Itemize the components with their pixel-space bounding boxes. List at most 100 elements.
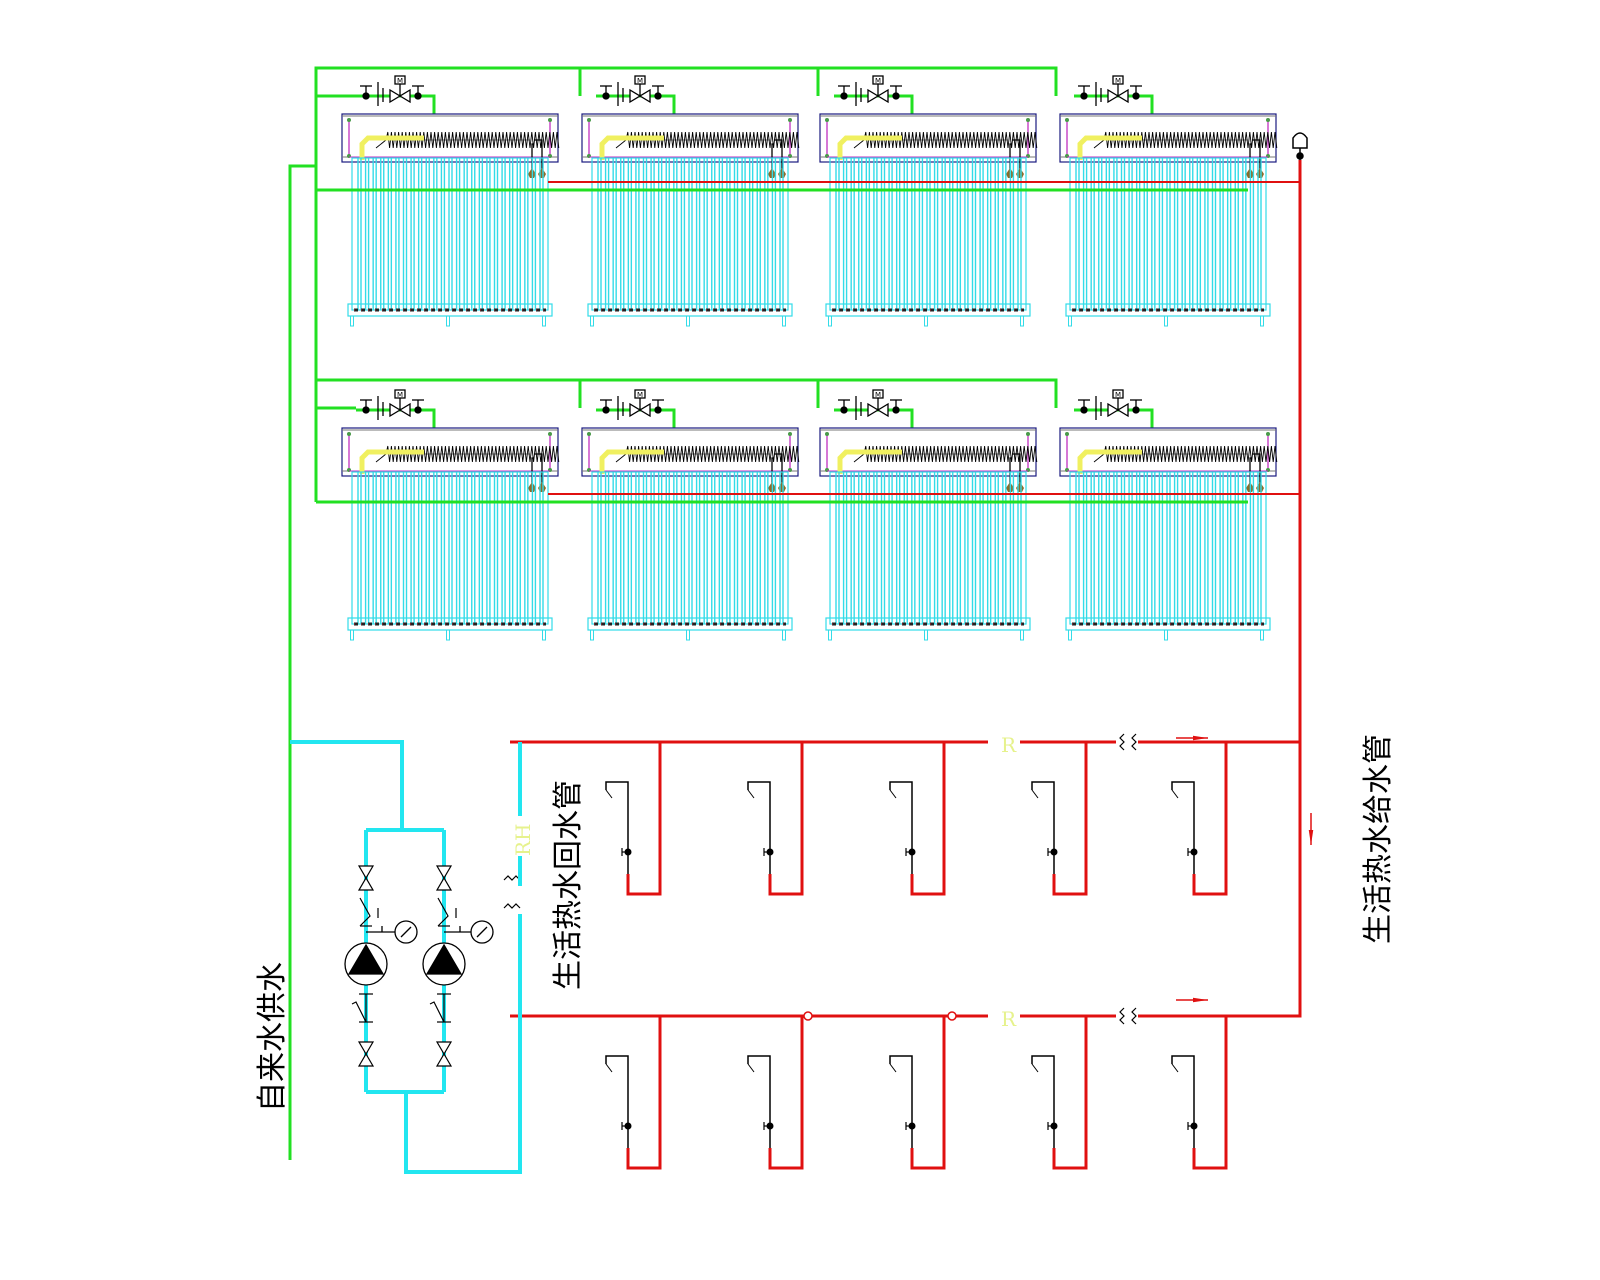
hot-water-supply-riser [1205, 160, 1302, 1018]
collector-supply-branch [1074, 94, 1154, 114]
temperature-sensor-icon [1256, 168, 1264, 178]
collector-leg [542, 629, 546, 641]
solar-collector: M [819, 75, 1038, 327]
tee-fittings [803, 1011, 957, 1021]
fixture-branch-pipe [1031, 781, 1055, 874]
solar-collector: M [581, 75, 800, 327]
solar-collector: M [341, 75, 560, 327]
faucet-icon [1031, 789, 1039, 799]
collector-leg [1068, 629, 1072, 641]
fixture-branch-pipe [747, 1055, 771, 1148]
collector-leg [1164, 629, 1168, 641]
hot-water-riser-pipe [626, 742, 662, 896]
collector-leg [782, 629, 786, 641]
valve-assembly: M [600, 389, 664, 420]
bottom-row-supply-header [316, 378, 1058, 408]
collector-leg [1260, 629, 1264, 641]
tee-fitting-icon [803, 1011, 813, 1021]
collector-outlet-pipe [1012, 453, 1021, 488]
pipe-break-icon [1119, 733, 1125, 751]
union-icon [892, 406, 900, 414]
fixture-riser [1031, 1016, 1088, 1170]
hot-water-riser-pipe [1052, 742, 1088, 896]
temperature-sensor-icon [538, 168, 546, 178]
supply-pipe-code: R [1001, 733, 1017, 757]
hot-water-riser-pipe [1192, 742, 1228, 896]
fixture-branch-pipe [1031, 1055, 1055, 1148]
hot-water-riser-pipe [626, 1016, 662, 1170]
solar-collector: M [1059, 75, 1278, 327]
fixture-riser [1171, 1016, 1228, 1170]
collector-leg [590, 629, 594, 641]
union-icon [1132, 92, 1140, 100]
valve-actuator-label: M [397, 391, 403, 399]
temperature-sensor-icon [1016, 168, 1024, 178]
union-icon [1132, 406, 1140, 414]
valve-actuator-label: M [1115, 391, 1121, 399]
fixture-riser [889, 1016, 946, 1170]
hot-water-return-pipes [290, 740, 522, 1174]
collector-outlet-pipe [1252, 453, 1261, 488]
fixture-branch-pipe [605, 781, 629, 874]
collector-leg [1068, 315, 1072, 327]
collector-header-pipe [837, 135, 902, 160]
valve-assembly: M [600, 75, 664, 106]
union-icon [654, 406, 662, 414]
gate-valve-icon [435, 865, 453, 891]
collector-leg [446, 315, 450, 327]
temperature-sensor-icon [778, 482, 786, 492]
faucet-icon [1171, 1063, 1179, 1073]
check-valve-icon [359, 897, 379, 927]
faucet-icon [889, 789, 897, 799]
fixture-branch-pipe [605, 1055, 629, 1148]
bracket-bolt [788, 432, 792, 436]
bracket-bolt [1266, 432, 1270, 436]
flow-arrows [1176, 735, 1314, 1003]
fixture-riser [1171, 742, 1228, 896]
valve-assembly: M [1078, 389, 1142, 420]
collector-leg [924, 315, 928, 327]
collector-frame [591, 157, 789, 311]
return-pipe-code: RH [511, 824, 535, 857]
gate-valve-icon [357, 1041, 375, 1067]
collector-supply-branch [834, 94, 914, 114]
flexible-joint-icon [351, 993, 373, 1023]
solar-collector: M [341, 389, 560, 641]
collector-frame [829, 471, 1027, 625]
collector-supply-branch [596, 94, 676, 114]
fixture-branch-pipe [747, 781, 771, 874]
fixture-riser [747, 742, 804, 896]
gauge-needle [476, 926, 488, 938]
faucet-icon [889, 1063, 897, 1073]
circulation-pump-icon [344, 942, 388, 986]
collector-supply-branch [1074, 408, 1154, 428]
gate-valve-icon [357, 865, 375, 891]
collector-leg [828, 629, 832, 641]
check-valve-icon [359, 897, 371, 927]
fixture-riser [605, 1016, 662, 1170]
valve-actuator-icon [394, 75, 406, 85]
valve-actuator-label: M [637, 391, 643, 399]
bracket-bolt [1065, 432, 1069, 436]
collector-frame [1069, 471, 1267, 625]
collector-supply-branch [596, 408, 676, 428]
gate-valve-icon [435, 1041, 453, 1067]
pump-station [344, 865, 494, 1067]
collector-frame [351, 157, 549, 311]
collector-header-pipe [1077, 449, 1142, 474]
faucet-icon [747, 789, 755, 799]
bracket-bolt [347, 118, 351, 122]
pipe-break-icon [1131, 1007, 1137, 1025]
solar-collector: M [1059, 389, 1278, 641]
temperature-sensor-icon [538, 482, 546, 492]
collector-frame [829, 157, 1027, 311]
valve-actuator-icon [872, 389, 884, 399]
union-icon [840, 92, 848, 100]
faucet-icon [1031, 1063, 1039, 1073]
union-icon [840, 406, 848, 414]
valve-actuator-icon [1112, 389, 1124, 399]
hot-water-riser-pipe [768, 1016, 804, 1170]
temperature-sensor-icon [1016, 482, 1024, 492]
hot-water-riser-pipe [910, 742, 946, 896]
